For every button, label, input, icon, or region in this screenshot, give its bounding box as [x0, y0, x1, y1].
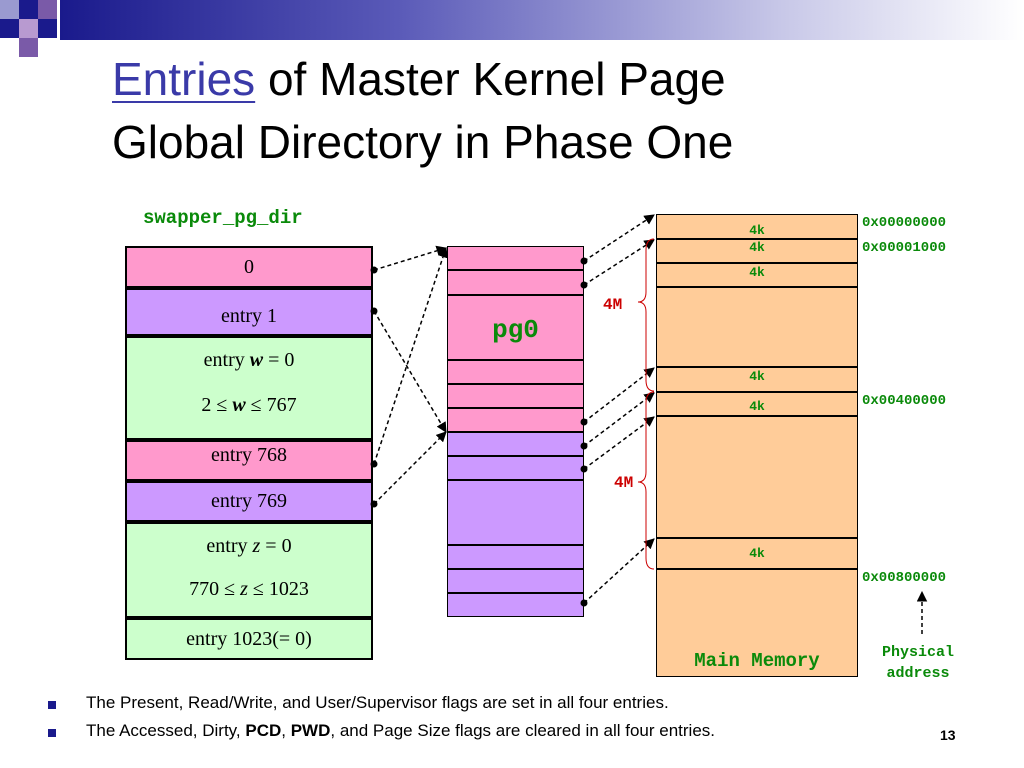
span-label-4m-top: 4M: [603, 296, 623, 314]
pg0-middle: pg0: [447, 295, 584, 360]
span-label-4m-bottom: 4M: [614, 474, 634, 492]
arrow-pg0-page0: [583, 214, 655, 262]
pgd-entry-0: 0: [125, 246, 373, 288]
memory-block: [656, 416, 858, 538]
connector-dot: [580, 465, 588, 473]
title-link-entries[interactable]: Entries: [112, 53, 256, 105]
memory-page: 4k: [656, 367, 858, 392]
connector-dot: [370, 460, 378, 468]
pgd-label: swapper_pg_dir: [143, 207, 303, 229]
arrow-pg0-last: [583, 367, 655, 423]
pg0-entry: [447, 360, 584, 384]
pg1-entry: [447, 432, 584, 456]
memory-page: 4k: [656, 538, 858, 569]
pgd-entry-769-label: entry 769: [210, 490, 288, 512]
pgd-entry-z-label: entry z = 0: [206, 535, 292, 557]
header-gradient-bar: [60, 0, 1024, 40]
pg0-entry: [447, 270, 584, 295]
pgd-entry-1023-label: entry 1023(= 0): [186, 628, 312, 650]
address-label: 0x00400000: [862, 393, 947, 409]
title-line1-rest: of Master Kernel Page: [255, 53, 726, 105]
arrow-pg1-second: [583, 416, 655, 470]
memory-label: Main Memory: [694, 650, 820, 672]
arrow-entry1-pg1: [373, 310, 447, 433]
pgd-range-z-label: 770 ≤ z ≤ 1023: [189, 578, 309, 600]
pg1-entry: [447, 593, 584, 617]
header-square: [19, 38, 38, 57]
address-label: 0x00800000: [862, 570, 947, 586]
pg0-entry: [447, 384, 584, 408]
pgd-entries-z: entry z = 0 770 ≤ z ≤ 1023: [125, 522, 373, 618]
memory-block: [656, 287, 858, 367]
header-square: [38, 19, 57, 38]
arrow-entry0-pg0: [373, 245, 448, 271]
bullet-text-2: The Accessed, Dirty, PCD, PWD, and Page …: [86, 721, 715, 740]
header-square: [19, 0, 38, 19]
arrow-entry769-pg1: [373, 431, 447, 505]
pgd-entry-w-label: entry w = 0: [203, 349, 295, 371]
arrow-entry768-pg0: [373, 247, 448, 465]
slide-number: 13: [940, 727, 956, 743]
memory-page: 4k: [656, 392, 858, 416]
address-label: 0x00001000: [862, 240, 947, 256]
pg1-entry: [447, 569, 584, 593]
pgd-entry-769: entry 769: [125, 481, 373, 522]
address-label: 0x00000000: [862, 215, 947, 231]
pgd-entries-w: entry w = 0 2 ≤ w ≤ 767: [125, 336, 373, 440]
pgd-entry-768-label: entry 768: [210, 444, 288, 466]
pgd-entry-0-label: 0: [244, 256, 254, 278]
arrow-pg0-page1: [583, 239, 655, 286]
pg0-label: pg0: [492, 315, 539, 345]
pgd-range-w-label: 2 ≤ w ≤ 767: [201, 394, 297, 416]
brace-4m-bottom: [637, 391, 655, 570]
pgd-entry-1-label: entry 1: [220, 305, 278, 327]
memory-page: 4k: [656, 263, 858, 287]
connector-dot: [580, 281, 588, 289]
pg0-entry: [447, 408, 584, 432]
header-square: [19, 19, 38, 38]
brace-4m-top: [637, 238, 655, 392]
arrow-pg1-last: [583, 538, 655, 604]
bullet-marker: [48, 729, 56, 737]
bullet-marker: [48, 701, 56, 709]
arrow-pg1-first: [583, 392, 655, 447]
pg1-entry: [447, 545, 584, 569]
header-square: [0, 0, 19, 19]
header-square: [38, 0, 57, 19]
connector-dot: [580, 257, 588, 265]
connector-dot: [580, 418, 588, 426]
memory-page: 4k: [656, 239, 858, 263]
slide-title: Entries of Master Kernel Page Global Dir…: [112, 48, 992, 174]
pgd-entry-1: entry 1: [125, 288, 373, 336]
connector-dot: [370, 307, 378, 315]
memory-page: 4k: [656, 214, 858, 239]
connector-dot: [370, 266, 378, 274]
pg1-middle: [447, 480, 584, 545]
pgd-entry-1023: entry 1023(= 0): [125, 618, 373, 660]
connector-dot: [580, 442, 588, 450]
header-square: [0, 19, 19, 38]
connector-dot: [580, 599, 588, 607]
pg1-entry: [447, 456, 584, 480]
pgd-entry-768: entry 768: [125, 440, 373, 481]
title-line2: Global Directory in Phase One: [112, 116, 734, 168]
memory-block: Main Memory: [656, 569, 858, 677]
connector-dot: [370, 500, 378, 508]
bullet-text-1: The Present, Read/Write, and User/Superv…: [86, 693, 669, 712]
